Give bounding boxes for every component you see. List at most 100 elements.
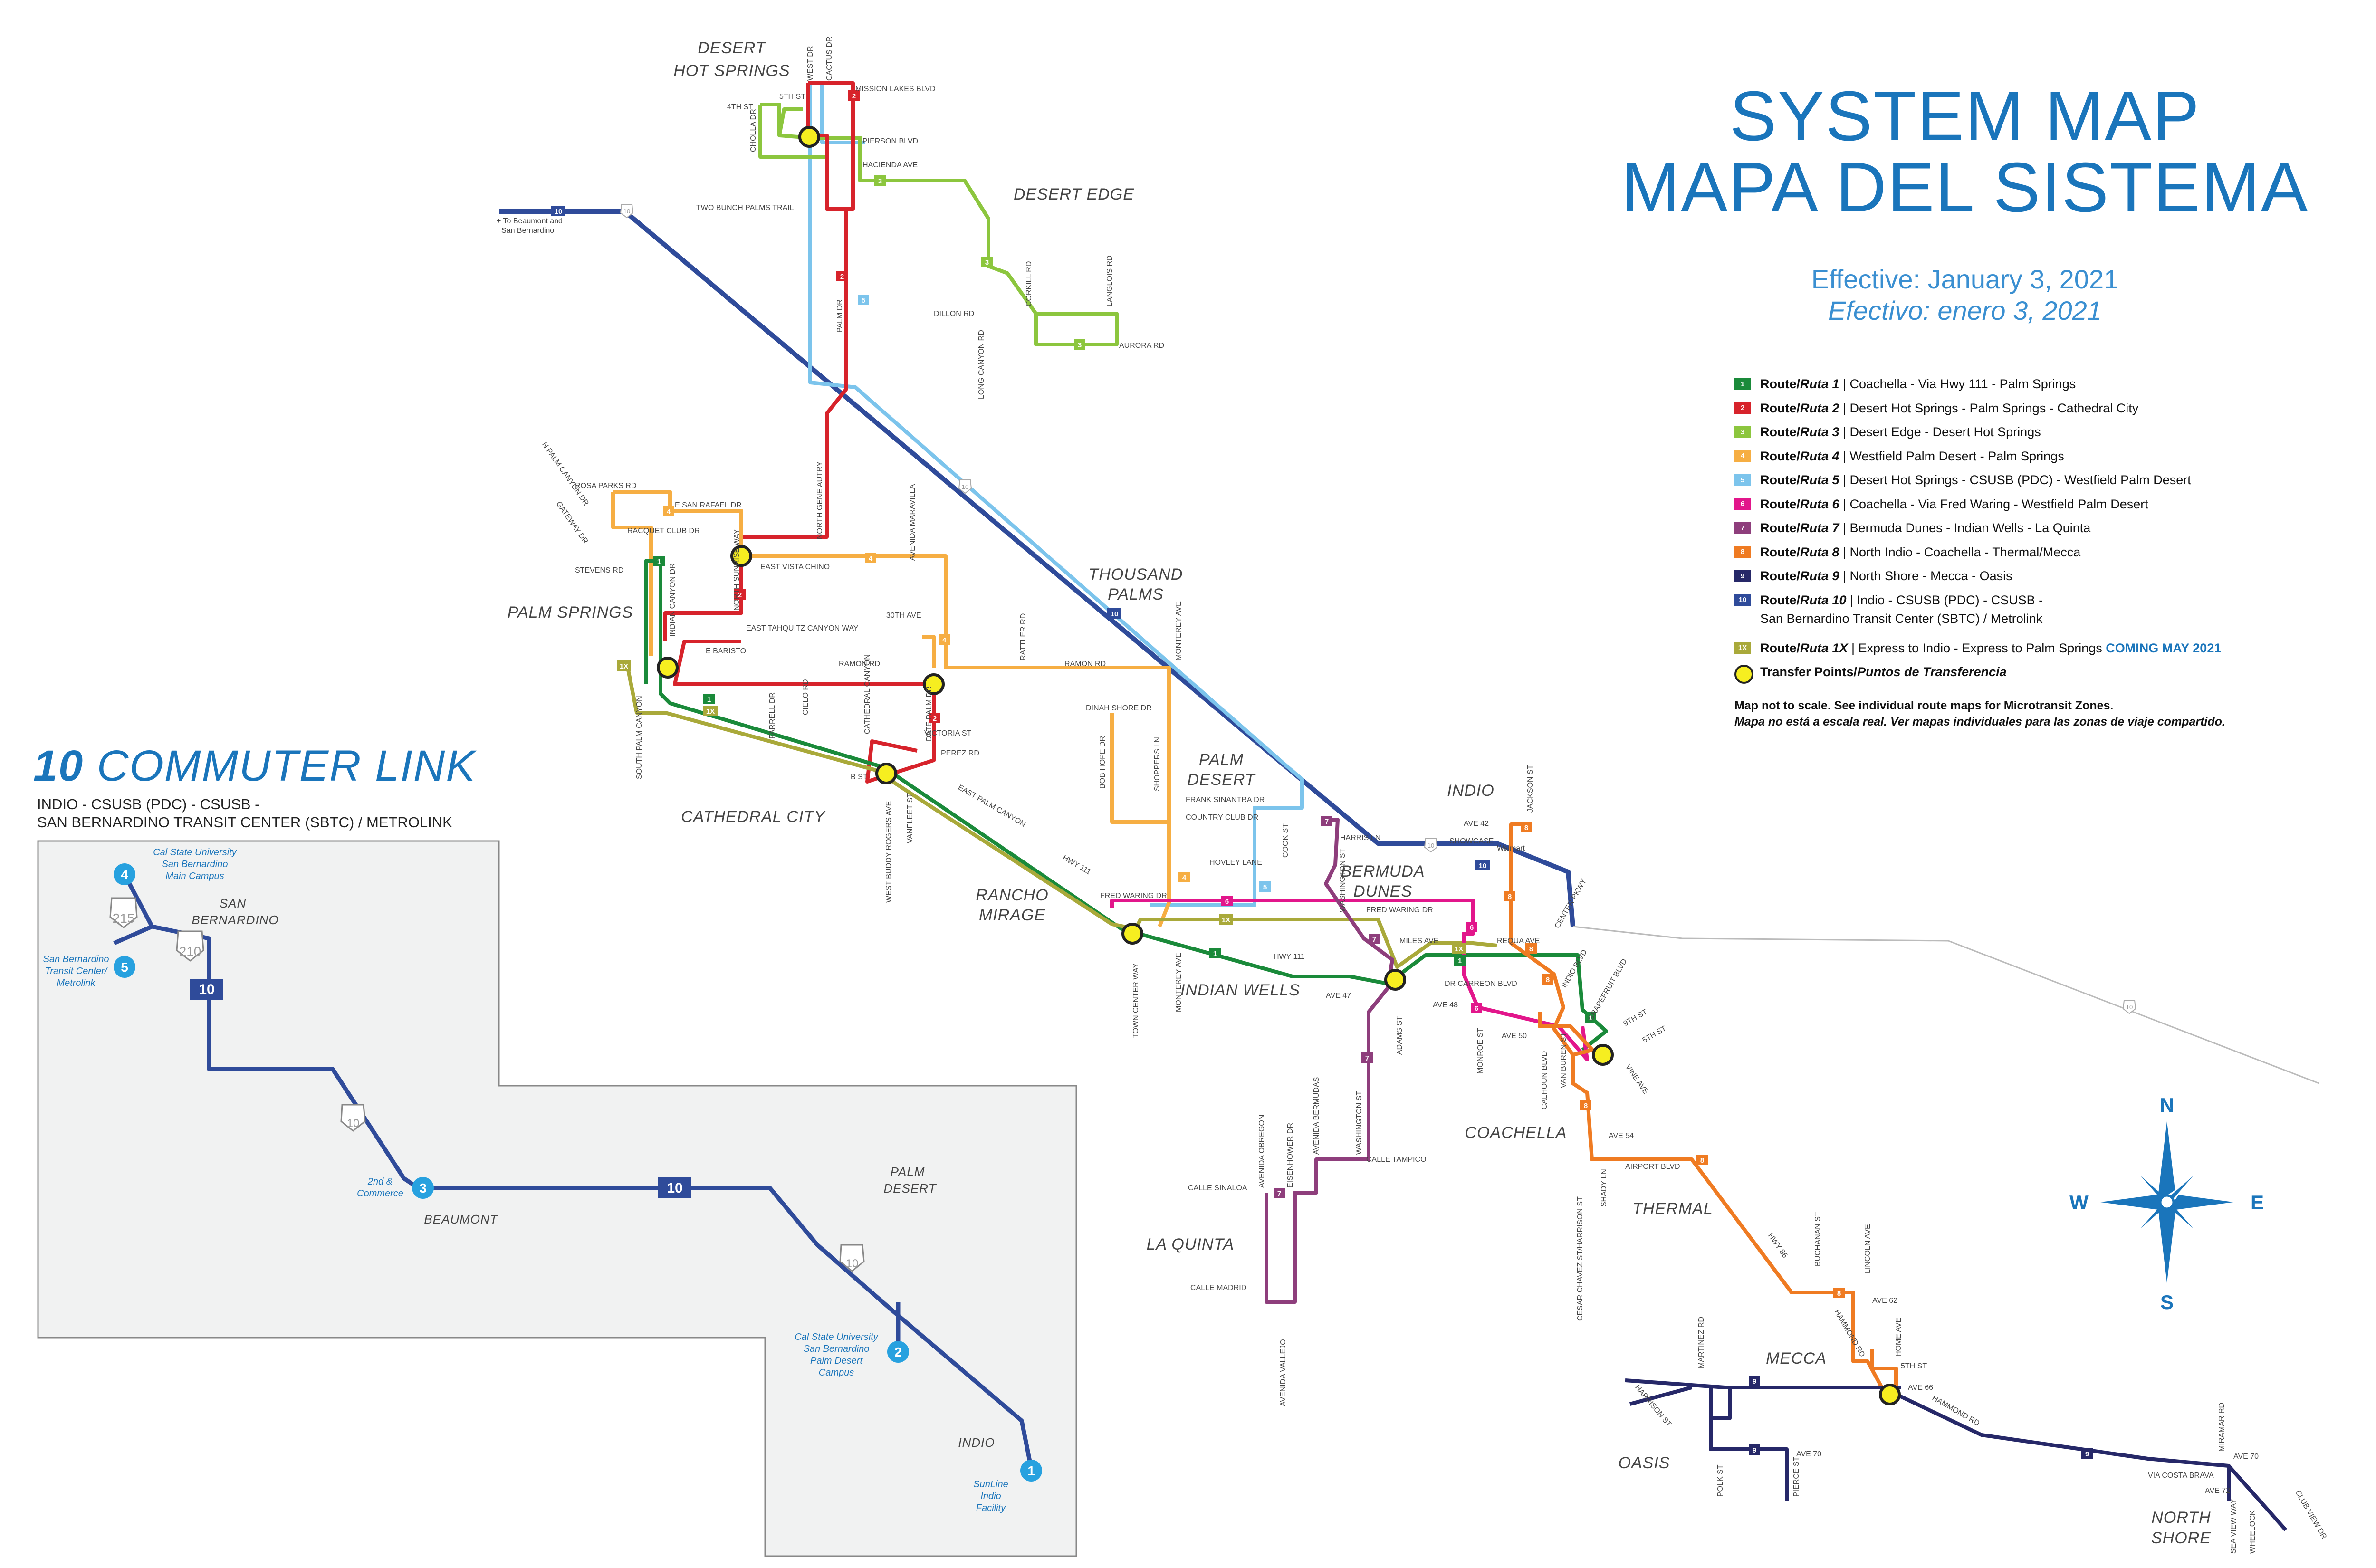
svg-text:DATE PALM DR: DATE PALM DR <box>925 686 933 741</box>
inset-stop-labels: SunLine Indio Facility Cal State Univers… <box>43 847 1008 1513</box>
svg-text:SHADY LN: SHADY LN <box>1600 1169 1608 1207</box>
svg-text:HARRIS LN: HARRIS LN <box>1340 834 1380 842</box>
i10-shield-4: 10 <box>2122 1000 2136 1014</box>
inset-places: SAN BERNARDINO BEAUMONT PALM DESERT INDI… <box>192 896 994 1450</box>
legend-text: Route/Ruta 3 | Desert Edge - Desert Hot … <box>1760 425 2041 439</box>
svg-text:DESERT: DESERT <box>884 1181 937 1195</box>
svg-text:8: 8 <box>1700 1157 1704 1165</box>
svg-text:1: 1 <box>1213 950 1217 958</box>
legend-text: Route/Ruta 7 | Bermuda Dunes - Indian We… <box>1760 521 2091 535</box>
legend-text: Route/Ruta 8 | North Indio - Coachella -… <box>1760 545 2081 559</box>
svg-text:9: 9 <box>1753 1377 1756 1386</box>
svg-text:10: 10 <box>1428 842 1434 849</box>
svg-text:7: 7 <box>1277 1190 1281 1198</box>
svg-text:LANGLOIS RD: LANGLOIS RD <box>1106 255 1114 306</box>
svg-text:CALLE TAMPICO: CALLE TAMPICO <box>1366 1156 1427 1164</box>
legend-text: Route/Ruta 4 | Westfield Palm Desert - P… <box>1760 449 2064 463</box>
transfer-point-coachella <box>1592 1044 1614 1066</box>
svg-text:VINE AVE: VINE AVE <box>1624 1063 1650 1096</box>
svg-text:ADAMS ST: ADAMS ST <box>1396 1016 1404 1055</box>
transfer-point-palm-springs <box>657 657 679 679</box>
transfer-point-indian-wells <box>1384 969 1406 991</box>
transfer-points <box>657 126 1901 1405</box>
legend-text: Route/Ruta 9 | North Shore - Mecca - Oas… <box>1760 569 2012 583</box>
svg-text:INDIAN CANYON DR: INDIAN CANYON DR <box>669 563 677 637</box>
svg-text:SunLine: SunLine <box>973 1479 1008 1490</box>
svg-text:2: 2 <box>738 591 742 599</box>
svg-text:10: 10 <box>555 208 563 216</box>
legend-chip: 10 <box>1734 593 1751 606</box>
svg-text:MONTEREY AVE: MONTEREY AVE <box>1175 601 1183 660</box>
svg-text:San Bernardino: San Bernardino <box>804 1344 870 1354</box>
transfer-point-vista-chino <box>730 545 752 567</box>
svg-text:DR CARREON BLVD: DR CARREON BLVD <box>1445 980 1517 988</box>
legend-chip: 6 <box>1734 497 1751 510</box>
svg-text:PALM: PALM <box>891 1165 925 1179</box>
svg-text:BOB HOPE DR: BOB HOPE DR <box>1099 736 1107 789</box>
svg-text:EISENHOWER DR: EISENHOWER DR <box>1286 1123 1294 1188</box>
svg-text:4: 4 <box>869 555 873 563</box>
svg-text:HOVLEY LANE: HOVLEY LANE <box>1209 859 1262 867</box>
svg-text:E SAN RAFAEL DR: E SAN RAFAEL DR <box>675 501 742 509</box>
svg-text:DINAH SHORE DR: DINAH SHORE DR <box>1086 704 1152 712</box>
svg-text:2: 2 <box>852 92 856 100</box>
scale-note: Map not to scale. See individual route m… <box>1734 698 2225 728</box>
i10-shield-1: 10 <box>620 204 634 219</box>
svg-text:San Bernardino: San Bernardino <box>501 227 554 235</box>
svg-text:RATTLER RD: RATTLER RD <box>1019 613 1027 660</box>
svg-text:210: 210 <box>179 944 201 959</box>
svg-text:7: 7 <box>1365 1054 1369 1062</box>
svg-text:MIRAGE: MIRAGE <box>979 906 1045 924</box>
svg-text:MONROE ST: MONROE ST <box>1476 1028 1485 1074</box>
svg-text:8: 8 <box>1524 824 1528 832</box>
svg-text:10: 10 <box>1479 862 1487 870</box>
route-8-line <box>1509 822 1901 1389</box>
svg-text:PIERCE ST: PIERCE ST <box>1792 1456 1801 1497</box>
svg-text:Main Campus: Main Campus <box>165 871 224 881</box>
route-2-line <box>663 81 936 784</box>
svg-text:Commerce: Commerce <box>357 1188 403 1199</box>
svg-text:CHOLLA DR: CHOLLA DR <box>749 109 757 152</box>
svg-text:7: 7 <box>1325 818 1329 826</box>
svg-text:AVE 70: AVE 70 <box>2233 1453 2259 1461</box>
legend-route-7: 7 Route/Ruta 7 | Bermuda Dunes - Indian W… <box>1734 521 2328 545</box>
svg-text:8: 8 <box>1837 1290 1841 1298</box>
svg-text:RAMON RD: RAMON RD <box>1064 660 1106 668</box>
svg-text:HWY 111: HWY 111 <box>1061 854 1092 877</box>
svg-text:AVENIDA MARAVILLA: AVENIDA MARAVILLA <box>909 484 917 561</box>
inset-shield-210: 210 <box>176 930 204 962</box>
svg-text:4: 4 <box>667 508 671 516</box>
transfer-point-town-center <box>1121 923 1143 945</box>
svg-text:4: 4 <box>942 636 947 644</box>
legend-text: Route/Ruta 1X | Express to Indio - Expre… <box>1760 641 2222 655</box>
commuter-link-map: 215 210 10 10 10 10 1 2 3 4 5 SunLine <box>43 847 1042 1513</box>
svg-text:GATEWAY DR: GATEWAY DR <box>555 500 590 545</box>
legend-chip: 7 <box>1734 522 1751 534</box>
svg-text:SEA VIEW WAY: SEA VIEW WAY <box>2230 1499 2238 1554</box>
route-3-line <box>758 103 1119 346</box>
svg-text:AIRPORT BLVD: AIRPORT BLVD <box>1625 1163 1680 1171</box>
i10-east-freeway <box>1572 926 2319 1084</box>
svg-text:PALMS: PALMS <box>1108 585 1164 603</box>
svg-text:Cal State University: Cal State University <box>153 847 237 858</box>
svg-text:CALHOUN BLVD: CALHOUN BLVD <box>1541 1051 1549 1109</box>
svg-text:BEAUMONT: BEAUMONT <box>424 1212 498 1226</box>
svg-text:CALLE SINALOA: CALLE SINALOA <box>1188 1184 1247 1192</box>
svg-text:1X: 1X <box>1455 945 1463 953</box>
svg-text:SHORE: SHORE <box>2151 1529 2211 1547</box>
svg-text:LINCOLN AVE: LINCOLN AVE <box>1864 1224 1872 1273</box>
svg-text:1: 1 <box>1458 957 1462 965</box>
route-1-line <box>644 559 1608 1052</box>
svg-text:TWO BUNCH PALMS TRAIL: TWO BUNCH PALMS TRAIL <box>696 204 794 212</box>
svg-text:MIRAMAR RD: MIRAMAR RD <box>2218 1403 2226 1452</box>
legend-chip: 4 <box>1734 449 1751 462</box>
transfer-point-b-st <box>875 763 897 784</box>
title-line-es: MAPA DEL SISTEMA <box>1621 148 2309 227</box>
transfer-point-icon <box>1734 665 1753 684</box>
svg-text:DUNES: DUNES <box>1353 882 1412 900</box>
svg-text:9: 9 <box>2085 1450 2089 1458</box>
